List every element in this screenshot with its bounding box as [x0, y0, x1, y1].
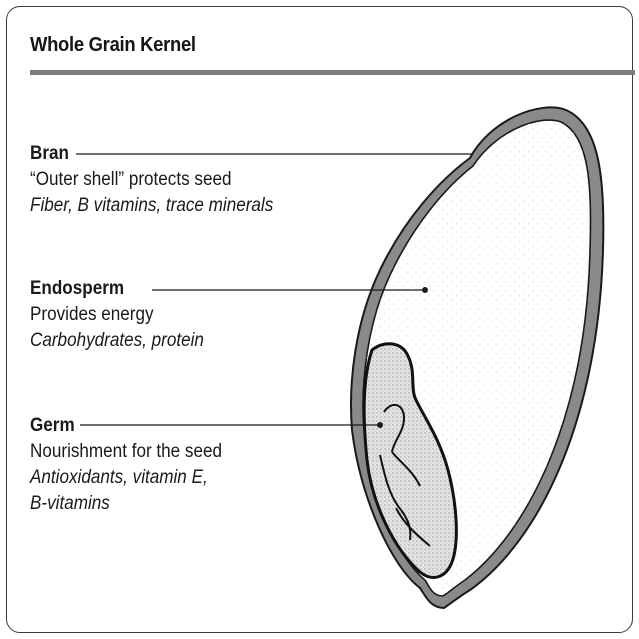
endosperm-nutrients: Carbohydrates, protein [30, 328, 204, 354]
endosperm-description: Provides energy [30, 302, 204, 328]
endosperm-marker [422, 287, 428, 293]
bran-description: “Outer shell” protects seed [30, 167, 273, 193]
germ-nutrients-line-1: Antioxidants, vitamin E, [30, 465, 222, 491]
germ-name: Germ [30, 413, 75, 439]
bran-label-group: Bran “Outer shell” protects seed Fiber, … [30, 141, 273, 219]
endosperm-label-group: Endosperm Provides energy Carbohydrates,… [30, 276, 204, 354]
germ-description: Nourishment for the seed [30, 439, 222, 465]
bran-nutrients: Fiber, B vitamins, trace minerals [30, 193, 273, 219]
bran-name: Bran [30, 141, 69, 167]
germ-marker [377, 422, 383, 428]
endosperm-name: Endosperm [30, 276, 124, 302]
germ-nutrients-line-2: B-vitamins [30, 491, 222, 517]
germ-label-group: Germ Nourishment for the seed Antioxidan… [30, 413, 222, 517]
